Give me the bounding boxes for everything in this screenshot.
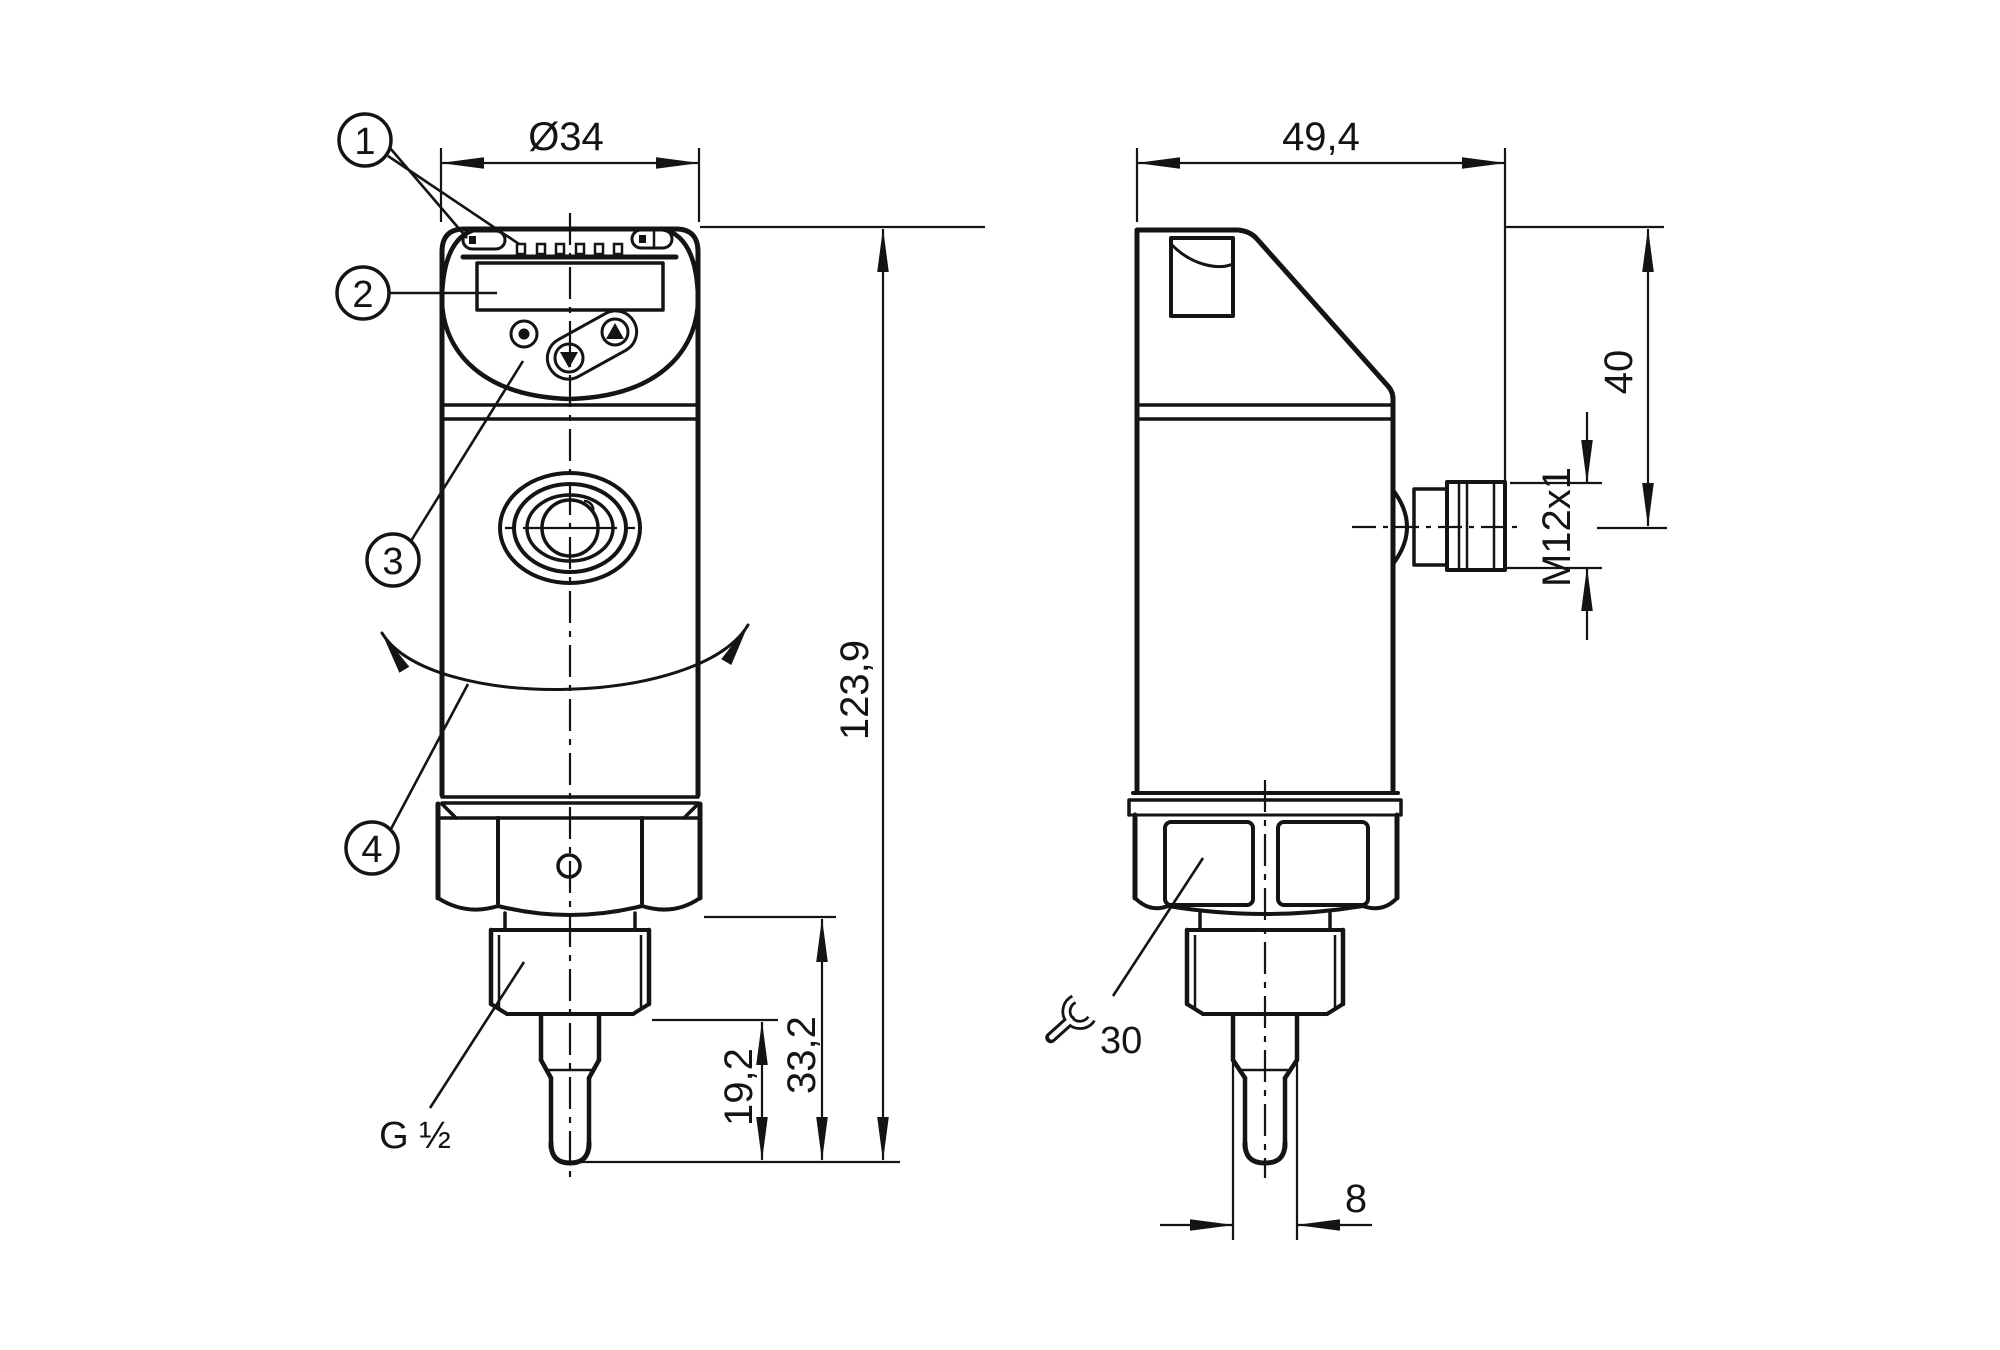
side-housing-outline — [1134, 227, 1396, 793]
led-window-5 — [593, 242, 605, 256]
led-slot-left — [461, 229, 507, 251]
callout-1-leader-b — [387, 154, 520, 246]
led-window-1 — [515, 242, 527, 256]
wrench-icon — [1045, 994, 1096, 1044]
hex-chamfer-right — [682, 802, 700, 820]
dim-depth: 49,4 — [1135, 115, 1507, 481]
dim-hex-to-tip: 33,2 — [704, 915, 836, 1161]
led-window-3 — [554, 242, 566, 256]
display-window — [475, 261, 665, 312]
front-display-head-outline — [439, 226, 701, 402]
up-button — [600, 317, 630, 347]
dim-text-connector-thread: M12x1 — [1535, 467, 1579, 587]
side-view: 30 49,4 40 M12x1 — [1045, 115, 1667, 1240]
hex-side-bottom-arcs — [1133, 896, 1399, 916]
led-window-4 — [574, 242, 586, 256]
button-capsule — [545, 309, 639, 381]
callout-1-circle — [337, 112, 393, 168]
dim-connector-thread: M12x1 — [1505, 412, 1602, 640]
process-thread-front — [488, 911, 652, 1016]
hex-nut-front — [435, 801, 703, 917]
dim-text-overall-length: 123,9 — [833, 640, 877, 740]
callout-4-leader — [389, 683, 470, 830]
front-view: 1 2 3 4 Ø34 123,9 — [335, 112, 985, 1178]
led-dot-left — [469, 236, 476, 244]
callout-3-circle — [365, 532, 421, 588]
callout-1-label: 1 — [354, 121, 375, 163]
dim-overall-length: 123,9 — [575, 225, 985, 1164]
hex-chamfer-left — [440, 802, 458, 820]
callout-1-leader-a — [389, 147, 468, 239]
led-window-6 — [612, 242, 624, 256]
process-thread-side — [1184, 911, 1346, 1016]
dim-text-top-to-connector: 40 — [1597, 350, 1641, 395]
m12-connector-side — [1352, 480, 1524, 572]
display-side — [1169, 236, 1235, 318]
up-arrow-icon — [606, 323, 624, 339]
wrench-callout: 30 — [1045, 857, 1205, 1062]
callout-3-leader — [409, 360, 525, 542]
down-button — [553, 342, 585, 374]
hex-bottom-arcs — [436, 896, 702, 917]
dim-thread-to-tip: 19,2 — [652, 1018, 778, 1161]
dim-head-diameter: Ø34 — [439, 115, 701, 222]
dim-text-depth: 49,4 — [1282, 115, 1360, 159]
wrench-size-text: 30 — [1100, 1020, 1142, 1062]
front-housing-outline — [439, 226, 701, 798]
dim-text-head-diameter: Ø34 — [528, 115, 604, 159]
thread-chamfer-left — [489, 1002, 509, 1016]
display-side-body — [1169, 236, 1235, 318]
label-text-process-thread: G ½ — [379, 1115, 451, 1157]
hex-side-facet-left — [1163, 820, 1255, 907]
dim-text-probe-diameter: 8 — [1345, 1177, 1367, 1221]
callout-2-label: 2 — [352, 274, 373, 316]
hex-side-facet-right — [1276, 820, 1370, 907]
down-arrow-icon — [560, 352, 578, 368]
thread-leader — [428, 961, 526, 1109]
connector-ring-outer — [498, 471, 642, 585]
led-dot-right — [639, 235, 646, 243]
thread-side-chamfer-left — [1185, 1002, 1205, 1016]
probe-side — [1230, 1012, 1300, 1166]
probe-side-tip — [1242, 1140, 1288, 1166]
callout-4-circle — [344, 820, 400, 876]
dim-probe-diameter: 8 — [1160, 1062, 1372, 1240]
wrench-head-fill — [1064, 997, 1094, 1028]
led-indicators — [460, 228, 679, 260]
display-side-arc — [1169, 242, 1235, 268]
mode-button — [509, 319, 539, 349]
probe-side-cone-right — [1282, 1057, 1300, 1081]
dim-text-thread-to-tip: 19,2 — [717, 1048, 761, 1126]
thread-side-chamfer-right — [1325, 1002, 1345, 1016]
mode-button-dot — [518, 328, 530, 340]
connector-front — [498, 471, 642, 585]
wrench-handle-fill — [1048, 1017, 1073, 1040]
wrench-leader — [1111, 857, 1205, 997]
hex-pilot-hole — [556, 853, 582, 879]
label-process-thread: G ½ — [379, 961, 526, 1157]
hex-nut-side — [1127, 791, 1403, 916]
rotation-arrow — [380, 623, 750, 691]
led-slot-right — [630, 228, 674, 250]
thread-chamfer-right — [631, 1002, 651, 1016]
callout-3-label: 3 — [382, 541, 403, 583]
callouts: 1 2 3 4 — [335, 112, 525, 876]
connector-key-notch — [583, 499, 595, 513]
probe-tip — [548, 1140, 592, 1166]
dim-top-to-connector: 40 — [1505, 225, 1667, 530]
pushbuttons — [509, 309, 639, 381]
probe-side-cone-left — [1230, 1057, 1248, 1081]
probe-front — [538, 1012, 602, 1166]
callout-4-label: 4 — [361, 829, 382, 871]
led-window-2 — [535, 242, 547, 256]
dim-text-hex-to-tip: 33,2 — [780, 1016, 824, 1094]
